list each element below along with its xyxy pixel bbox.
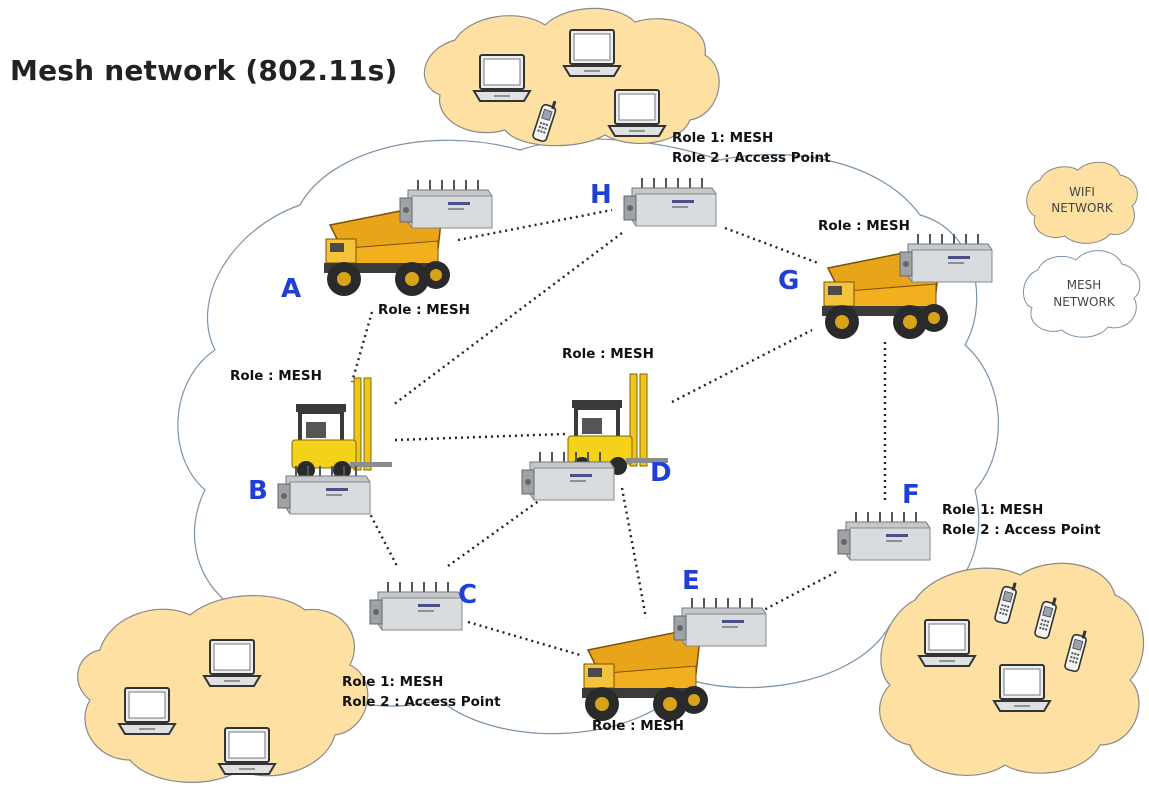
mesh-router-icon: [673, 597, 767, 647]
mesh-router-icon: [369, 581, 463, 631]
legend-wifi-line1: WIFI: [1069, 185, 1095, 199]
node-letter-d: D: [650, 458, 672, 488]
laptop-icon: [118, 687, 176, 735]
wifi-cloud-bottom-left: [77, 595, 369, 783]
mesh-links: [350, 208, 887, 657]
laptop-icon: [563, 29, 621, 77]
legend-wifi-cloud-icon: [1026, 161, 1138, 244]
mesh-router-icon: [899, 233, 993, 283]
node-letter-h: H: [590, 180, 612, 210]
laptop-icon: [473, 54, 531, 102]
link-c-e: [467, 620, 581, 657]
link-c-d: [447, 499, 541, 567]
link-e-f: [759, 570, 837, 614]
node-letter-g: G: [778, 266, 800, 296]
forklift-icon: [290, 376, 394, 481]
node-d-role: Role : MESH: [562, 346, 654, 362]
laptop-icon: [918, 619, 976, 667]
link-h-g: [724, 226, 819, 265]
laptop-icon: [993, 664, 1051, 712]
link-b-c: [366, 509, 400, 569]
node-letter-f: F: [902, 480, 920, 510]
link-a-b: [350, 311, 374, 383]
node-b-role: Role : MESH: [230, 368, 322, 384]
mesh-router-icon: [399, 179, 493, 229]
link-d-e: [620, 487, 648, 619]
legend-mesh-line2: NETWORK: [1053, 295, 1116, 309]
mesh-router-icon: [623, 177, 717, 227]
legend-mesh-line1: MESH: [1067, 278, 1102, 292]
node-g-role: Role : MESH: [818, 218, 910, 234]
legend-wifi-line2: NETWORK: [1051, 201, 1114, 215]
node-c-role1: Role 1: MESH: [342, 674, 444, 690]
laptop-icon: [218, 727, 276, 775]
node-letter-a: A: [281, 274, 302, 304]
link-a-h: [457, 208, 613, 242]
node-h-role2: Role 2 : Access Point: [672, 150, 831, 166]
node-f-role2: Role 2 : Access Point: [942, 522, 1101, 538]
link-d-g: [671, 328, 813, 404]
link-b-d: [394, 432, 566, 442]
node-letter-c: C: [458, 580, 478, 610]
node-letter-b: B: [248, 476, 268, 506]
node-a-role: Role : MESH: [378, 302, 470, 318]
node-f-role1: Role 1: MESH: [942, 502, 1044, 518]
node-letter-e: E: [682, 566, 700, 596]
page-title: Mesh network (802.11s): [10, 54, 398, 87]
legend-mesh-cloud-icon: [1023, 250, 1141, 338]
mesh-router-icon: [277, 465, 371, 515]
node-h-role1: Role 1: MESH: [672, 130, 774, 146]
node-c-role2: Role 2 : Access Point: [342, 694, 501, 710]
node-e-role: Role : MESH: [592, 718, 684, 734]
mesh-router-icon: [837, 511, 931, 561]
laptop-icon: [608, 89, 666, 137]
laptop-icon: [203, 639, 261, 687]
